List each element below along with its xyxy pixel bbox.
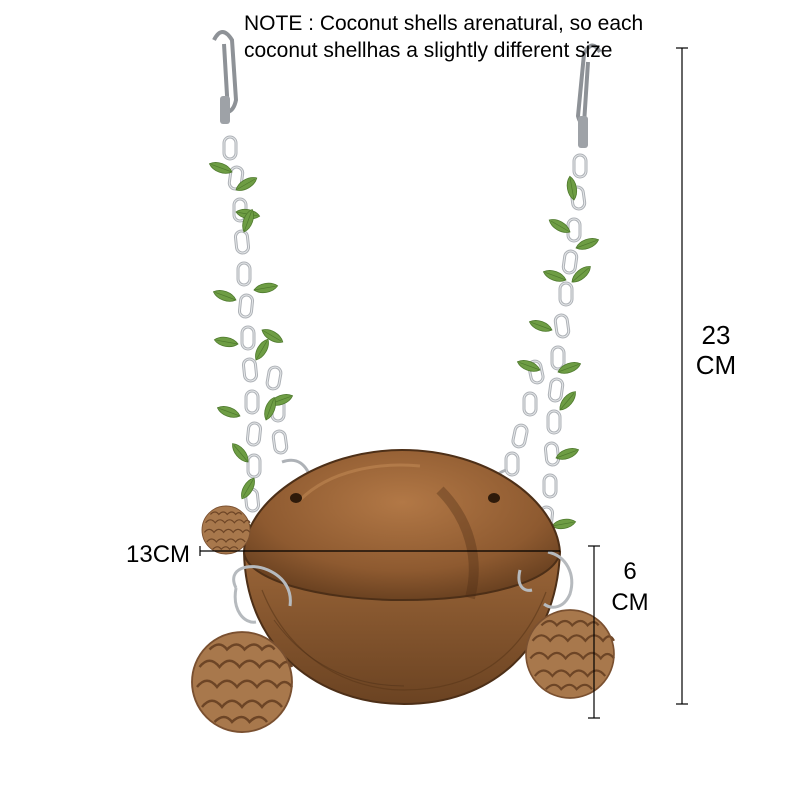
coconut-shell-bowl — [242, 448, 562, 706]
right-hook — [575, 43, 602, 148]
bowl-rings — [232, 550, 574, 624]
width-dimension-label: 13CM — [126, 541, 191, 568]
pinecone-right-bottom — [524, 608, 616, 700]
pinecone-left-top — [201, 505, 251, 555]
pinecone-left-bottom — [190, 630, 294, 734]
dimension-width-line — [199, 546, 560, 556]
size-variation-note: NOTE : Coconut shells arenatural, so eac… — [244, 12, 644, 62]
height-value: 23 — [701, 320, 731, 350]
depth-dimension-label: 6 CM — [600, 556, 660, 618]
depth-value: 6 — [623, 558, 637, 585]
depth-unit: CM — [611, 589, 649, 616]
left-hook — [212, 30, 239, 124]
dimension-depth-line — [588, 545, 600, 719]
right-chain — [488, 153, 588, 532]
height-unit: CM — [695, 350, 737, 380]
dimension-height-line — [676, 47, 688, 705]
height-dimension-label: 23 CM — [688, 320, 744, 380]
